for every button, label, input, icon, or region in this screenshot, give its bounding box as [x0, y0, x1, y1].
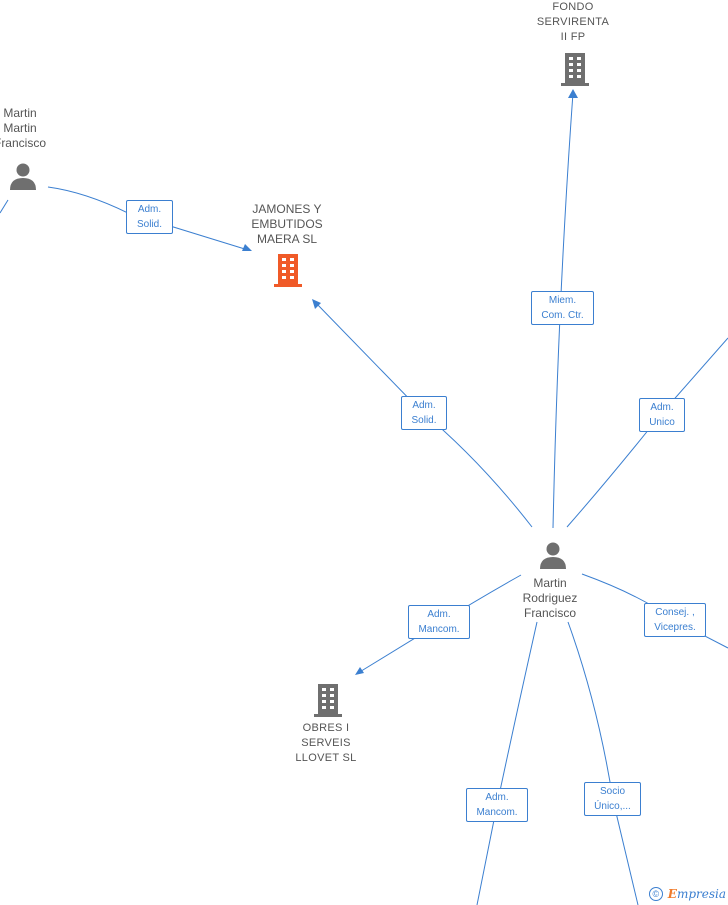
relation-adm-unico-line-1: Adm.: [650, 402, 674, 413]
jamones-label-line-2: EMBUTIDOS: [251, 217, 323, 231]
martin-rodriguez-label[interactable]: Martin Rodriguez Francisco: [500, 576, 600, 621]
relation-socio-line-1: Socio: [599, 786, 625, 797]
obres-label[interactable]: OBRES I SERVEIS LLOVET SL: [276, 721, 376, 766]
relation-adm-solid-center[interactable]: Adm. Solid.: [401, 396, 447, 430]
relation-consej-line-2: Vicepres.: [654, 622, 696, 633]
arrowhead-obres: [355, 667, 364, 675]
relation-miem-line-1: Miem.: [548, 295, 577, 306]
obres-building-icon[interactable]: [312, 684, 344, 723]
relation-adm-solid-center-line-1: Adm.: [412, 400, 436, 411]
relation-socio-line-2: Único,...: [594, 801, 631, 812]
fondo-label[interactable]: FONDO SERVIRENTA II FP: [513, 0, 633, 45]
relation-miem-com-ctr[interactable]: Miem. Com. Ctr.: [531, 291, 594, 325]
footer-brand: © Empresia: [648, 887, 726, 901]
martin-rodriguez-label-line-2: Rodriguez: [522, 591, 578, 605]
relation-adm-mancom-bottom-line-1: Adm.: [485, 792, 509, 803]
obres-label-line-2: SERVEIS: [301, 737, 351, 749]
empresia-logo-initial: E: [667, 887, 677, 901]
relation-adm-mancom-bottom[interactable]: Adm. Mancom.: [466, 788, 528, 822]
jamones-label-line-1: JAMONES Y: [252, 202, 322, 216]
martin-martin-person-icon[interactable]: [8, 161, 38, 196]
empresia-logo-text: mpresia: [676, 887, 726, 901]
martin-martin-label-line-3: Francisco: [0, 136, 46, 150]
relation-adm-mancom-left-line-1: Adm.: [427, 609, 451, 620]
obres-label-line-1: OBRES I: [302, 722, 350, 734]
obres-label-line-3: LLOVET SL: [295, 752, 357, 764]
fondo-building-icon[interactable]: [559, 53, 591, 92]
relation-adm-mancom-bottom-line-2: Mancom.: [476, 807, 518, 818]
martin-martin-label[interactable]: Martin Martin Francisco: [0, 106, 70, 151]
martin-rodriguez-person-icon[interactable]: [538, 540, 568, 575]
jamones-building-icon[interactable]: [272, 254, 304, 293]
martin-martin-label-line-2: Martin: [3, 121, 37, 135]
martin-martin-label-line-1: Martin: [3, 106, 37, 120]
relation-adm-solid-left-line-2: Solid.: [136, 219, 162, 230]
relation-consej-vicepres[interactable]: Consej. , Vicepres.: [644, 603, 706, 637]
martin-rodriguez-label-line-3: Francisco: [523, 606, 576, 620]
relation-adm-unico-line-2: Unico: [649, 417, 675, 428]
copyright-icon: ©: [648, 887, 663, 901]
arrowhead-fondo: [568, 89, 578, 98]
relation-adm-unico[interactable]: Adm. Unico: [639, 398, 685, 432]
relation-adm-solid-center-line-2: Solid.: [411, 415, 437, 426]
relation-adm-solid-left[interactable]: Adm. Solid.: [126, 200, 173, 234]
empresia-logo: Empresia: [668, 887, 726, 901]
arrowhead-jamones-left: [242, 244, 252, 251]
martin-rodriguez-label-line-1: Martin: [533, 576, 567, 590]
edge-rodriguez-to-bottom-right: [567, 621, 639, 905]
arrowhead-jamones-center: [312, 299, 321, 309]
fondo-label-line-1: FONDO: [552, 1, 594, 13]
fondo-label-line-3: II FP: [560, 31, 586, 43]
jamones-label-line-3: MAERA SL: [256, 232, 318, 246]
relation-adm-mancom-left[interactable]: Adm. Mancom.: [408, 605, 470, 639]
edge-rodriguez-to-bottom-left: [476, 621, 538, 905]
fondo-label-line-2: SERVIRENTA: [536, 16, 610, 28]
relation-adm-mancom-left-line-2: Mancom.: [418, 624, 460, 635]
relation-socio-unico[interactable]: Socio Único,...: [584, 782, 641, 816]
jamones-label[interactable]: JAMONES Y EMBUTIDOS MAERA SL: [227, 202, 347, 247]
edge-rodriguez-to-right-upper: [566, 337, 728, 528]
relation-adm-solid-left-line-1: Adm.: [137, 204, 162, 215]
relation-consej-line-1: Consej. ,: [655, 607, 695, 618]
relation-miem-line-2: Com. Ctr.: [541, 310, 584, 321]
edge-martin-martin-left-stub: [0, 199, 9, 214]
